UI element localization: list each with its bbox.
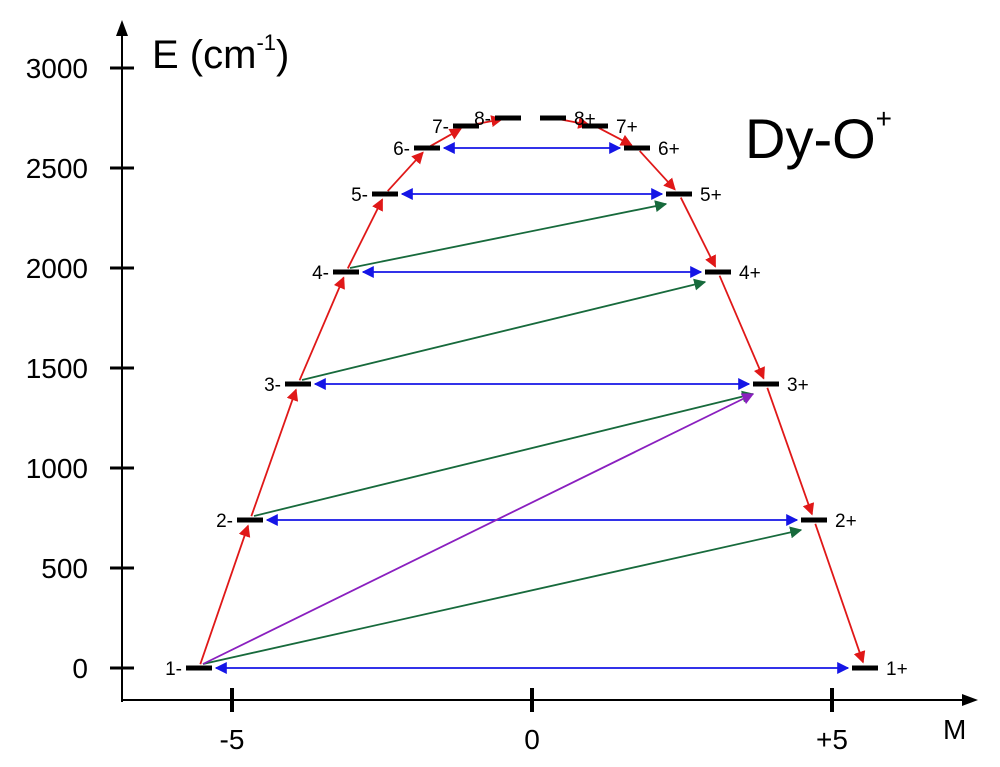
y-axis-ticks: 0 500 1000 1500 2000 2500 3000 [26, 53, 134, 684]
y-tick-label: 2500 [26, 153, 88, 184]
x-tick-label: +5 [816, 724, 848, 755]
x-tick-label: 0 [524, 724, 540, 755]
energy-level-label: 1- [165, 659, 182, 680]
y-axis-title: E (cm-1) [152, 30, 289, 77]
energy-level-label: 7+ [616, 117, 638, 138]
sequential-arrow [639, 150, 676, 191]
y-tick-label: 1500 [26, 353, 88, 384]
sequential-arrow [387, 151, 424, 192]
y-tick-label: 2000 [26, 253, 88, 284]
energy-level-label: 3+ [787, 375, 809, 396]
energy-level-label: 1+ [886, 659, 908, 680]
sequential-arrow [430, 128, 462, 147]
energy-level-label: 7- [432, 117, 449, 138]
diagonal-green-arrow [349, 200, 668, 269]
axes [116, 20, 978, 706]
energy-level-label: 6+ [658, 139, 680, 160]
diagonal-green-arrow [301, 278, 707, 381]
x-axis-title: M [943, 714, 966, 745]
sequential-arrow [346, 198, 384, 269]
energy-levels: 1-2-3-4-5-6-7-8-8+7+6+5+4+3+2+1+ [165, 109, 908, 680]
diagonal-green-arrow [202, 526, 803, 665]
energy-level-label: 5+ [700, 185, 722, 206]
energy-level-label: 2+ [835, 511, 857, 532]
energy-level-label: 4- [312, 263, 329, 284]
y-tick-label: 500 [41, 553, 88, 584]
x-axis-arrowhead [962, 694, 978, 706]
y-axis-arrowhead [116, 20, 128, 36]
sequential-arrow [766, 387, 815, 516]
energy-level-label: 8- [474, 109, 491, 130]
y-tick-label: 0 [72, 653, 88, 684]
x-axis-ticks: -5 0 +5 [220, 688, 848, 755]
sequential-arrow [598, 127, 633, 147]
diagram-title: Dy-O+ [745, 103, 892, 170]
energy-level-label: 5- [351, 185, 368, 206]
diagonal-green-arrow [253, 390, 755, 517]
energy-level-label: 3- [264, 375, 281, 396]
energy-level-label: 6- [393, 139, 410, 160]
sequential-arrow [679, 197, 717, 268]
sequential-arrow [199, 524, 251, 665]
y-tick-label: 3000 [26, 53, 88, 84]
x-tick-label: -5 [220, 724, 245, 755]
energy-level-label: 2- [216, 511, 233, 532]
sequential-arrow [298, 276, 345, 381]
sequential-arrow [250, 388, 299, 517]
diagonal-purple-arrow [202, 393, 755, 665]
sequential-arrow [718, 275, 765, 380]
transitions [199, 115, 866, 674]
energy-level-label: 4+ [739, 263, 761, 284]
sequential-arrow [814, 523, 866, 664]
y-tick-label: 1000 [26, 453, 88, 484]
